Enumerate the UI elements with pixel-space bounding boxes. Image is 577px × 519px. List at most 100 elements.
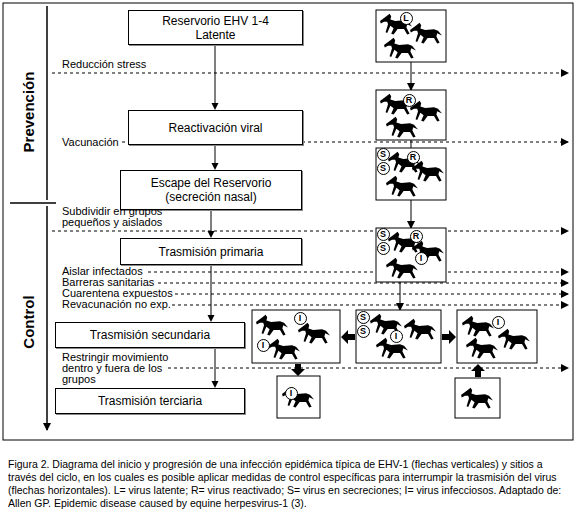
- process-box: Trasmisión secundaria: [55, 322, 245, 348]
- horse: [498, 329, 530, 350]
- flow-arrow: [400, 282, 401, 310]
- callout-letter: R: [407, 151, 420, 164]
- callout-letter: I: [415, 252, 428, 265]
- callout-letter: S: [377, 148, 390, 161]
- dashed-arrow: [175, 294, 568, 295]
- horse-panel: [376, 90, 446, 140]
- thick-arrow: [341, 330, 355, 344]
- horse: [282, 387, 314, 408]
- bracket-divider: [10, 202, 56, 204]
- flow-connector: [212, 45, 219, 110]
- arrow-head: [212, 163, 219, 170]
- callout-letter: L: [400, 12, 413, 25]
- phase-bracket: [10, 6, 56, 430]
- callout-letter: S: [357, 311, 370, 324]
- control-arrows: [52, 73, 568, 368]
- dashed-arrow: [52, 231, 568, 232]
- horses: [256, 14, 530, 409]
- horse: [404, 319, 436, 340]
- measure-label: Vacunación: [62, 137, 119, 148]
- callout-letter: S: [377, 228, 390, 241]
- horse: [384, 38, 416, 59]
- phase-label: Prevención: [20, 72, 37, 153]
- horse: [462, 316, 494, 337]
- dashed-arrow: [172, 305, 568, 306]
- horse-panel: [376, 148, 446, 200]
- connector-line: [211, 210, 212, 231]
- box-text: Trasmisión primaria: [159, 245, 264, 259]
- box-text: Trasmisión secundaria: [90, 328, 210, 342]
- flow-connector: [208, 210, 215, 238]
- process-box: Escape del Reservorio (secreción nasal): [120, 170, 302, 210]
- horse-panel: [376, 10, 446, 62]
- horse-panel: [457, 310, 537, 363]
- arrow-head: [212, 103, 219, 110]
- horse: [268, 339, 300, 360]
- figure-caption: Figura 2. Diagrama del inicio y progresi…: [8, 458, 570, 510]
- box-text: Reactivación viral: [168, 121, 262, 135]
- callout-letter: I: [294, 312, 307, 325]
- measure-label: Barreras sanitarias: [62, 277, 154, 288]
- connector-line: [215, 45, 216, 103]
- flow-arrow: [411, 140, 412, 148]
- arrow-head: [212, 381, 219, 388]
- measure-label: Aislar infectados: [62, 266, 143, 277]
- horse-panel: [356, 310, 441, 363]
- connector-line: [211, 265, 212, 315]
- callout-letter: S: [377, 162, 390, 175]
- arrow-head: [208, 315, 215, 322]
- phase-label: Control: [20, 295, 37, 348]
- callout-letter: R: [410, 230, 423, 243]
- thick-arrow: [291, 364, 305, 376]
- callout-letter: I: [285, 387, 298, 400]
- dashed-arrow: [148, 272, 568, 273]
- spread-arrows: [291, 330, 485, 377]
- horse-panel: [455, 378, 500, 418]
- flow-connector: [212, 145, 219, 170]
- horse: [386, 117, 418, 138]
- process-box: Trasmisión primaria: [120, 238, 302, 265]
- dashed-arrow: [168, 368, 568, 369]
- arrow-head: [208, 231, 215, 238]
- measure-label: Restringir movimiento dentro y fuera de …: [62, 352, 178, 385]
- process-box: Reactivación viral: [128, 110, 303, 145]
- box-text: Trasmisión terciaria: [98, 394, 202, 408]
- horse-panel: [376, 228, 446, 282]
- figure-frame: [3, 3, 573, 440]
- horse-panel: [277, 376, 320, 418]
- horse: [386, 176, 418, 197]
- process-box: Reservorio EHV 1-4 Latente: [128, 10, 303, 45]
- thick-arrow: [442, 330, 456, 344]
- flow-connector: [208, 265, 215, 322]
- dashed-arrow: [52, 73, 568, 74]
- horse: [298, 323, 330, 344]
- horse: [256, 315, 288, 336]
- bracket-line: [46, 6, 48, 200]
- horse: [386, 258, 418, 279]
- box-text: Escape del Reservorio (secreción nasal): [146, 176, 276, 204]
- measure-label: Reducción stress: [62, 59, 146, 70]
- callout-letter: I: [492, 316, 505, 329]
- flow-connector: [212, 348, 219, 388]
- bracket-line: [46, 206, 48, 430]
- horse: [412, 161, 444, 182]
- process-box: Trasmisión terciaria: [55, 388, 245, 414]
- callout-letter: I: [390, 330, 403, 343]
- horse: [461, 388, 493, 409]
- horse: [410, 23, 442, 44]
- thick-arrow: [471, 364, 485, 377]
- horse-panels: [252, 10, 537, 418]
- connector-line: [215, 348, 216, 381]
- measure-label: Cuarentena expuestos: [62, 288, 173, 299]
- box-text: Reservorio EHV 1-4 Latente: [159, 14, 272, 42]
- horse: [466, 338, 498, 359]
- connector-line: [215, 145, 216, 163]
- horse-panel: [252, 310, 340, 363]
- callout-letter: S: [377, 242, 390, 255]
- callout-letter: R: [403, 94, 416, 107]
- measure-label: Subdividir en grupos pequeños y aislados: [62, 206, 174, 228]
- callout-letter: S: [357, 325, 370, 338]
- callout-letter: I: [257, 339, 270, 352]
- dashed-arrow: [158, 283, 568, 284]
